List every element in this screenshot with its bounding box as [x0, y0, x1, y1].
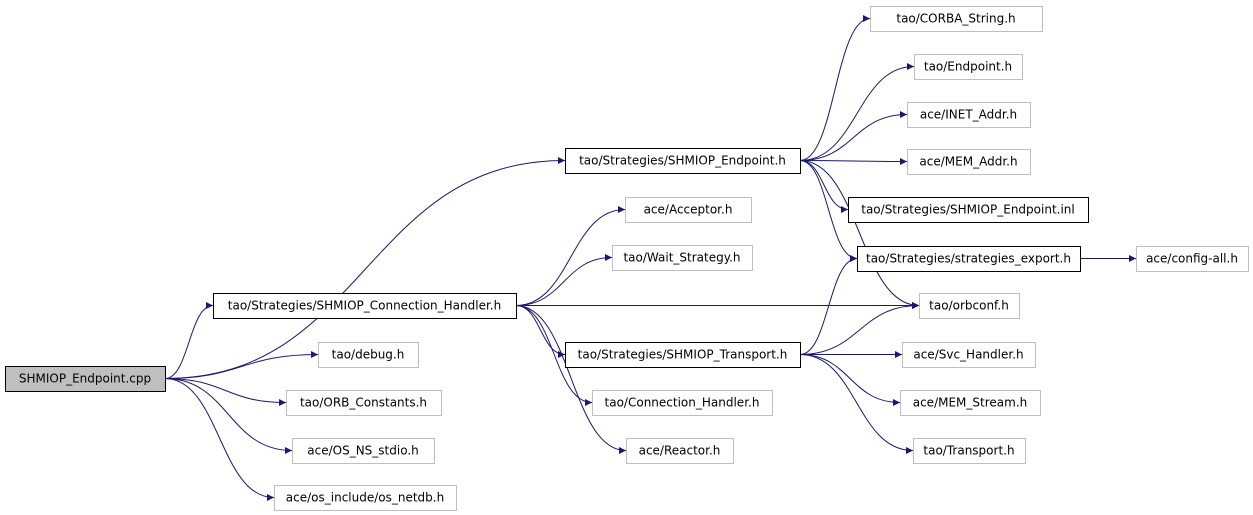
edge-conn_handler_h-to-reactor	[515, 305, 627, 454]
node-box	[857, 246, 1081, 272]
node-transport_h[interactable]: tao/Strategies/SHMIOP_Transport.h	[565, 342, 801, 368]
node-debug: tao/debug.h	[318, 342, 419, 368]
node-box	[565, 148, 801, 174]
node-strategies_export[interactable]: tao/Strategies/strategies_export.h	[857, 246, 1081, 272]
node-orb_constants: tao/ORB_Constants.h	[286, 390, 442, 416]
node-label: ace/OS_NS_stdio.h	[307, 444, 419, 458]
node-label: ace/Reactor.h	[639, 444, 721, 458]
node-reactor: ace/Reactor.h	[626, 438, 734, 464]
node-corba_string: tao/CORBA_String.h	[870, 6, 1043, 32]
node-shm_endpoint_h[interactable]: tao/Strategies/SHMIOP_Endpoint.h	[565, 148, 801, 174]
node-label: ace/Acceptor.h	[644, 203, 733, 217]
node-conn_handler_h[interactable]: tao/Strategies/SHMIOP_Connection_Handler…	[213, 293, 517, 319]
node-shm_endpoint_inl[interactable]: tao/Strategies/SHMIOP_Endpoint.inl	[848, 197, 1089, 223]
edge-shm_endpoint_h-to-shm_endpoint_inl	[799, 160, 849, 213]
node-box	[625, 197, 752, 223]
edge-shm_endpoint_h-to-strategies_export	[799, 160, 858, 262]
node-label: tao/Strategies/SHMIOP_Transport.h	[578, 348, 788, 362]
node-label: ace/config-all.h	[1146, 252, 1238, 266]
edge-shm_endpoint_h-to-mem_addr	[799, 157, 908, 165]
node-box	[907, 102, 1031, 128]
node-mem_stream: ace/MEM_Stream.h	[900, 390, 1041, 416]
edge-transport_h-to-mem_stream	[799, 354, 901, 406]
node-box	[848, 197, 1089, 223]
node-box	[902, 342, 1036, 368]
node-config_all: ace/config-all.h	[1136, 246, 1249, 272]
edge-conn_handler_h-to-acceptor	[515, 206, 626, 306]
node-label: tao/Strategies/strategies_export.h	[866, 252, 1071, 266]
node-label: tao/CORBA_String.h	[896, 12, 1015, 26]
node-connection_handler: tao/Connection_Handler.h	[592, 390, 773, 416]
node-box	[914, 54, 1023, 80]
node-label: tao/ORB_Constants.h	[300, 396, 427, 410]
node-box	[870, 6, 1043, 32]
node-label: ace/MEM_Addr.h	[919, 155, 1017, 169]
node-root[interactable]: SHMIOP_Endpoint.cpp	[5, 366, 166, 392]
edge-root-to-shm_endpoint_h	[164, 157, 566, 379]
node-label: ace/MEM_Stream.h	[913, 396, 1028, 410]
edge-shm_endpoint_h-to-orbconf	[799, 160, 920, 309]
edge-shm_endpoint_h-to-corba_string	[799, 15, 871, 161]
edge-root-to-debug	[164, 351, 319, 379]
node-label: tao/orbconf.h	[929, 299, 1009, 313]
edge-root-to-os_netdb	[164, 378, 275, 501]
edge-transport_h-to-strategies_export	[799, 255, 858, 355]
node-os_netdb: ace/os_include/os_netdb.h	[274, 485, 457, 511]
nodes-layer: SHMIOP_Endpoint.cpp tao/Strategies/SHMIOP…	[5, 6, 1249, 511]
edge-conn_handler_h-to-transport_h	[515, 305, 566, 358]
node-wait_strategy: tao/Wait_Strategy.h	[612, 245, 753, 271]
node-label: ace/INET_Addr.h	[920, 108, 1017, 122]
node-label: tao/Strategies/SHMIOP_Endpoint.inl	[861, 203, 1074, 217]
node-label: tao/Endpoint.h	[924, 60, 1012, 74]
node-label: ace/os_include/os_netdb.h	[286, 491, 444, 505]
node-box	[900, 390, 1041, 416]
node-mem_addr: ace/MEM_Addr.h	[907, 149, 1031, 175]
node-box	[274, 485, 457, 511]
node-box	[612, 245, 753, 271]
node-orbconf: tao/orbconf.h	[919, 293, 1020, 319]
node-label: tao/Connection_Handler.h	[605, 396, 760, 410]
node-label: ace/Svc_Handler.h	[913, 348, 1023, 362]
edge-conn_handler_h-to-wait_strategy	[515, 254, 613, 306]
node-acceptor: ace/Acceptor.h	[625, 197, 752, 223]
node-svc_handler: ace/Svc_Handler.h	[902, 342, 1036, 368]
edge-root-to-os_ns_stdio	[164, 378, 293, 454]
node-box	[286, 390, 442, 416]
node-box	[213, 293, 517, 319]
node-box	[318, 342, 419, 368]
node-label: tao/debug.h	[332, 348, 405, 362]
node-box	[1136, 246, 1249, 272]
edges-layer	[164, 15, 1136, 501]
node-label: tao/Wait_Strategy.h	[623, 251, 740, 265]
node-label: tao/Strategies/SHMIOP_Endpoint.h	[579, 154, 786, 168]
node-box	[913, 438, 1026, 464]
node-label: tao/Transport.h	[923, 444, 1014, 458]
edge-transport_h-to-tao_transport	[799, 354, 914, 454]
node-label: SHMIOP_Endpoint.cpp	[19, 372, 151, 386]
node-label: tao/Strategies/SHMIOP_Connection_Handler…	[228, 299, 501, 313]
edge-conn_handler_h-to-connection_handler	[515, 305, 593, 406]
node-box	[5, 366, 166, 392]
node-box	[626, 438, 734, 464]
node-endpoint_h: tao/Endpoint.h	[914, 54, 1023, 80]
node-box	[592, 390, 773, 416]
edge-shm_endpoint_h-to-endpoint_h	[799, 63, 915, 161]
edge-shm_endpoint_h-to-inet_addr	[799, 111, 908, 161]
node-tao_transport: tao/Transport.h	[913, 438, 1026, 464]
node-inet_addr: ace/INET_Addr.h	[907, 102, 1031, 128]
edge-transport_h-to-orbconf	[799, 302, 920, 355]
node-box	[907, 149, 1031, 175]
edge-root-to-conn_handler_h	[164, 302, 214, 379]
node-os_ns_stdio: ace/OS_NS_stdio.h	[292, 438, 435, 464]
node-box	[292, 438, 435, 464]
edge-root-to-orb_constants	[164, 378, 287, 406]
node-box	[565, 342, 801, 368]
node-box	[919, 293, 1020, 319]
